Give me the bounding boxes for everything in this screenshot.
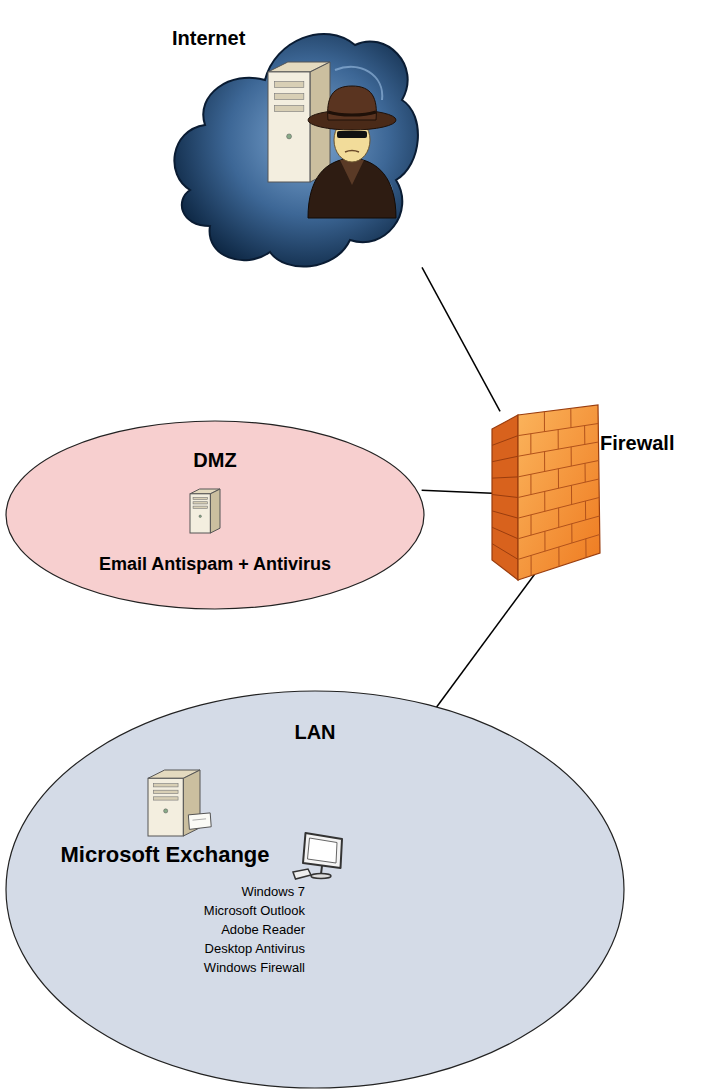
hacker-figure (308, 86, 396, 218)
monitor-frame (303, 833, 342, 868)
drive-bay (274, 82, 304, 88)
node-label: Microsoft Exchange (50, 842, 280, 868)
brick-joint (492, 511, 518, 518)
network-link (422, 267, 500, 411)
brick-joint (531, 515, 532, 535)
brick-joint (530, 434, 531, 454)
network-link (436, 574, 535, 708)
monitor-screen (308, 838, 338, 863)
software-item: Windows 7 (165, 882, 305, 901)
workstation: Windows 7Microsoft OutlookAdobe ReaderDe… (165, 830, 350, 1000)
label-group: Windows 7Microsoft OutlookAdobe ReaderDe… (165, 882, 305, 977)
drive-bay (193, 506, 207, 508)
node-label: DMZ (5, 448, 425, 472)
brick-joint (558, 508, 559, 528)
internet-cloud (174, 34, 418, 267)
node-label: Internet (172, 26, 282, 50)
server-icon (190, 489, 220, 533)
network-link (422, 490, 493, 493)
hacker-body (308, 158, 396, 218)
brick-joint (492, 477, 518, 478)
server-icon (148, 770, 211, 836)
hacker-mouth (345, 151, 359, 153)
server-front (190, 494, 210, 533)
brick-joint (530, 474, 531, 494)
workstation-icon (293, 833, 342, 879)
brick-joint (492, 495, 518, 498)
brick-joint (585, 539, 586, 558)
brick-joint (492, 527, 518, 539)
brick-joint (492, 456, 518, 462)
brick-joint (544, 531, 545, 551)
lan-zone: LAN Microsoft ExchangeWindows 7Microsoft … (5, 690, 625, 1089)
brick-joint (571, 485, 572, 504)
firewall-icon (492, 405, 600, 580)
internet-cloud-node: Internet (160, 0, 422, 280)
hacker-glasses (337, 131, 367, 138)
server-side (210, 489, 220, 533)
drive-bay (153, 797, 178, 800)
brick-joint (558, 547, 559, 567)
drive-bay (274, 106, 304, 112)
label-group: Microsoft Exchange (50, 842, 280, 868)
hacker-collar (340, 160, 364, 185)
zone-ellipse (6, 691, 624, 1088)
hacker-hat-band (328, 112, 376, 115)
brick-joint (492, 544, 518, 560)
power-led (199, 515, 201, 517)
brick-joint (571, 447, 572, 466)
drive-bay (153, 790, 178, 793)
brick-joint (585, 463, 586, 482)
brick-joint (558, 469, 559, 489)
label-group: Internet (172, 26, 282, 50)
power-led (164, 809, 168, 813)
brick-joint (585, 501, 586, 520)
keyboard (293, 869, 311, 879)
drive-bay (274, 94, 304, 100)
wall-front (518, 405, 600, 580)
software-item: Desktop Antivirus (165, 939, 305, 958)
server-front (148, 778, 183, 836)
drive-bay (153, 784, 178, 787)
node-label: LAN (5, 720, 625, 744)
brick-joint (571, 524, 572, 543)
software-item: Adobe Reader (165, 920, 305, 939)
node-label: Firewall (600, 431, 696, 455)
brick-joint (544, 412, 545, 432)
software-item: Microsoft Outlook (165, 901, 305, 920)
software-item: Windows Firewall (165, 958, 305, 977)
monitor-base (311, 874, 331, 879)
label-group: Firewall (600, 431, 696, 455)
mail-filter-server: Email Antispam + Antivirus (60, 485, 370, 580)
label-group: DMZ (5, 448, 425, 472)
mail-card-line (193, 819, 207, 820)
mail-card (188, 813, 211, 830)
exchange-server: Microsoft Exchange (50, 770, 280, 882)
wall-side (492, 415, 518, 580)
brick-joint (584, 426, 585, 445)
hacker-hat-crown (328, 86, 377, 120)
label-group: Email Antispam + Antivirus (60, 553, 370, 575)
node-shape (5, 690, 625, 1089)
dmz-zone: DMZ Email Antispam + Antivirus (5, 420, 425, 610)
brick-joint (492, 436, 518, 446)
drive-bay (193, 502, 207, 504)
firewall-node: Firewall (488, 405, 700, 585)
label-group: LAN (5, 720, 625, 744)
power-led (287, 134, 292, 139)
brick-joint (544, 452, 545, 472)
drive-bay (193, 497, 207, 499)
node-label: Email Antispam + Antivirus (60, 553, 370, 575)
brick-joint (544, 491, 545, 511)
brick-joint (570, 408, 571, 427)
zone-ellipse (6, 421, 424, 609)
brick-joint (531, 555, 532, 575)
brick-joint (558, 430, 559, 450)
server-front (268, 72, 310, 182)
